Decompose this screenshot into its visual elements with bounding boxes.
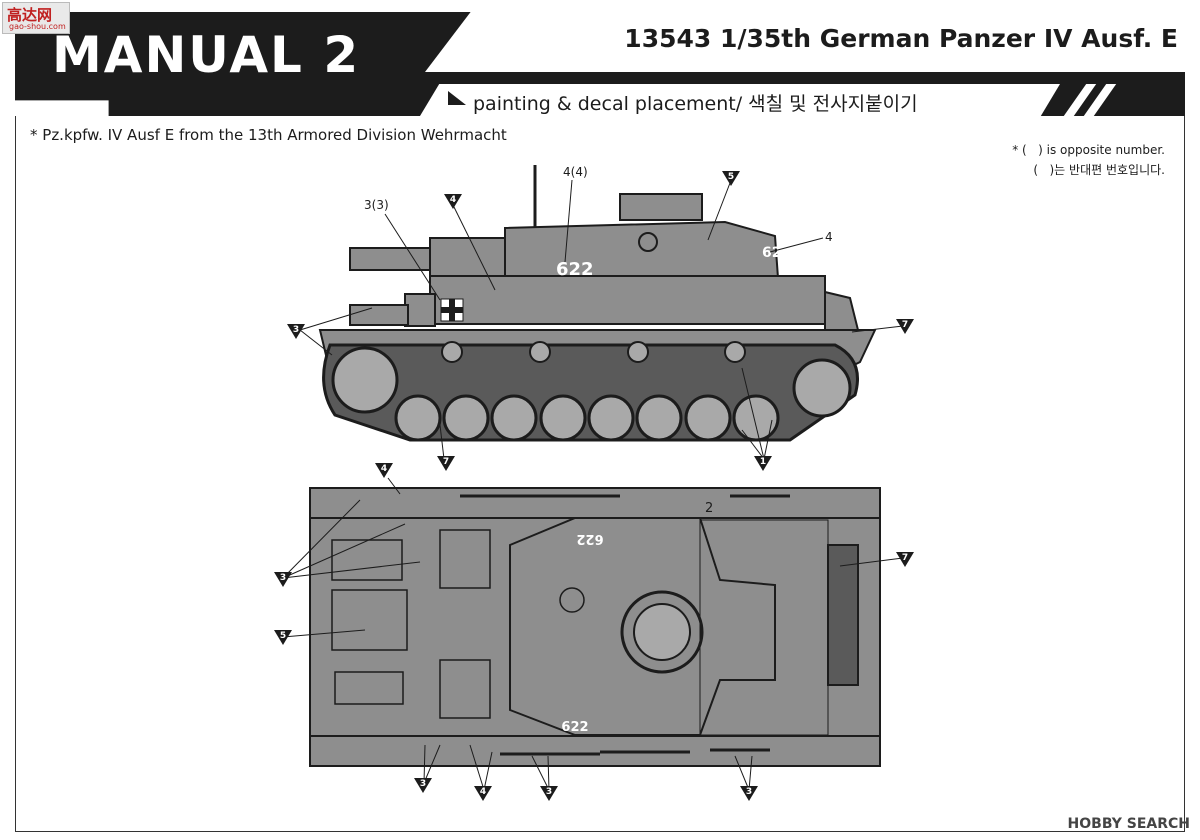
callout-number: 3 xyxy=(279,573,287,583)
callout-number: 7 xyxy=(901,320,909,330)
turret-decal-label: 4(4) xyxy=(563,165,588,179)
callout-marker xyxy=(740,786,758,801)
cupola-hatch xyxy=(633,603,691,661)
superstructure xyxy=(429,275,826,325)
drive-sprocket xyxy=(331,346,399,414)
subtitle: painting & decal placement/ 색칠 및 전사지붙이기 xyxy=(473,93,918,115)
turret-port xyxy=(559,587,585,613)
vision-port xyxy=(638,232,658,252)
callout-marker xyxy=(540,786,558,801)
callout-number: 1 xyxy=(759,457,767,467)
callout-number: 3 xyxy=(292,325,300,335)
site-logo: 高达网 gao-shou.com xyxy=(2,2,70,34)
spare-track xyxy=(827,544,859,686)
version-note: * Pz.kpfw. IV Ausf E from the 13th Armor… xyxy=(30,126,507,144)
callout-number: 3 xyxy=(745,787,753,797)
callout-number: 5 xyxy=(727,172,735,182)
callout-number: 5 xyxy=(279,631,287,641)
site-logo-text: 高达网 xyxy=(7,6,53,24)
hobby-search-watermark: HOBBY SEARCH xyxy=(1067,816,1190,832)
callout-marker xyxy=(754,456,772,471)
return-roller xyxy=(441,341,463,363)
callout-marker xyxy=(444,194,462,209)
site-logo-url: gao-shou.com xyxy=(9,22,66,31)
air-intake xyxy=(439,659,491,719)
balkenkreuz-decal xyxy=(440,298,464,322)
turret-number-decal: 622 xyxy=(556,259,594,280)
manual-title: MANUAL 2 xyxy=(52,26,361,84)
callout-number: 4 xyxy=(479,787,487,797)
turret-rear-decal-label: 4 xyxy=(825,230,833,244)
opposite-note-en: * ( ) is opposite number. xyxy=(1012,143,1165,157)
turret-rear-number-decal: 62 xyxy=(762,245,781,261)
return-roller xyxy=(724,341,746,363)
air-intake xyxy=(439,529,491,589)
callout-marker xyxy=(896,552,914,567)
callout-number: 7 xyxy=(442,457,450,467)
callout-marker xyxy=(474,786,492,801)
callout-marker xyxy=(722,171,740,186)
idler-wheel xyxy=(792,358,852,418)
header-kit-panel xyxy=(425,12,1185,72)
opposite-note-ko: ( )는 반대편 번호입니다. xyxy=(1033,163,1165,177)
kit-title: 13543 1/35th German Panzer IV Ausf. E xyxy=(624,24,1178,53)
front-hull xyxy=(699,519,829,736)
callout-marker xyxy=(896,319,914,334)
callout-marker xyxy=(414,778,432,793)
callout-number: 3 xyxy=(545,787,553,797)
side-leader-lines xyxy=(299,179,904,460)
callout-marker xyxy=(375,463,393,478)
callout-number: 4 xyxy=(449,195,457,205)
callout-number: 4 xyxy=(380,464,388,474)
top-number-decal: 622 xyxy=(576,531,603,546)
page-frame xyxy=(15,116,1185,832)
engine-hatch xyxy=(331,539,403,581)
callout-marker xyxy=(274,572,292,587)
engine-hatch xyxy=(334,671,404,705)
barrel-decal-label: 3(3) xyxy=(364,198,389,212)
return-roller xyxy=(529,341,551,363)
callout-marker xyxy=(437,456,455,471)
commander-cupola xyxy=(619,193,703,221)
subtitle-bar xyxy=(420,84,1060,116)
callout-marker xyxy=(287,324,305,339)
hull-mark: 2 xyxy=(705,501,713,516)
top-number-decal-front: 622 xyxy=(561,720,588,735)
callout-marker xyxy=(274,630,292,645)
callout-number: 7 xyxy=(901,553,909,563)
fender-top xyxy=(309,487,881,519)
header-title-band xyxy=(15,12,415,88)
return-roller xyxy=(627,341,649,363)
callout-number: 3 xyxy=(419,779,427,789)
top-leader-lines xyxy=(282,477,904,791)
road-wheels xyxy=(394,394,780,442)
engine-hatch xyxy=(331,589,408,651)
subtitle-arrow-icon xyxy=(448,91,466,105)
fender-bottom xyxy=(309,735,881,767)
